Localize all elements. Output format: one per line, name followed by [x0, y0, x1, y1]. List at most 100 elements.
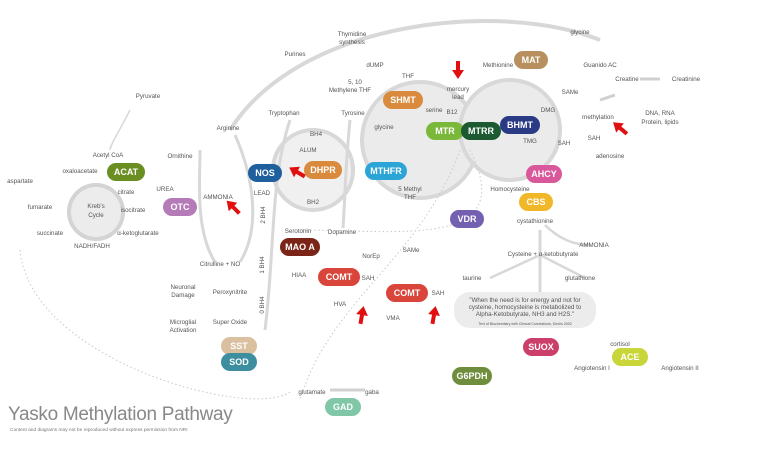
enzyme-label: SOD [229, 357, 249, 367]
enzyme-mtr: MTR [426, 122, 464, 140]
enzyme-label: SHMT [390, 95, 416, 105]
enzyme-label: CBS [526, 197, 545, 207]
metabolite-label: oxaloacetate [62, 168, 98, 175]
metabolite-label: lead [452, 94, 464, 101]
metabolite-label: Activation [170, 327, 197, 334]
metabolite-label: THF [404, 194, 416, 201]
krebs-cycle-circle [67, 183, 125, 241]
metabolite-label: gaba [365, 389, 379, 396]
red-arrows [226, 61, 629, 325]
enzyme-label: VDR [457, 214, 477, 224]
metabolite-label: Kreb's [87, 203, 104, 210]
enzyme-label: DHPR [310, 165, 336, 175]
enzyme-cbs: CBS [519, 193, 553, 211]
quote-text: "When the need is for energy and not for… [469, 297, 582, 326]
metabolite-label: Angiotensin I [574, 365, 610, 372]
metabolite-label: cortisol [610, 341, 630, 348]
metabolite-label: AMMONIA [579, 242, 609, 249]
metabolite-label: B12 [446, 109, 458, 116]
quote-line: Alpha-Ketobutyrate, NH3 and H2S." [476, 311, 575, 318]
enzyme-comt: COMT [386, 284, 428, 302]
metabolite-label: Microglial [170, 319, 196, 326]
metabolite-label: HVA [334, 301, 347, 308]
metabolite-label: AMMONIA [203, 194, 233, 201]
metabolite-label: DMG [541, 107, 556, 114]
metabolite-label: UREA [156, 186, 174, 193]
metabolite-label: BH2 [307, 199, 320, 206]
enzyme-label: MTR [435, 126, 455, 136]
metabolite-label: Angiotensin II [661, 365, 699, 372]
metabolite-label: 5 Methyl [398, 186, 421, 193]
enzyme-label: BHMT [507, 120, 533, 130]
enzyme-label: NOS [255, 168, 275, 178]
enzyme-vdr: VDR [450, 210, 484, 228]
enzyme-bhmt: BHMT [500, 116, 540, 134]
copyright-notice: Content and diagrams may not be reproduc… [10, 428, 188, 433]
metabolite-label: mercury [447, 86, 470, 93]
metabolite-label: Cycle [88, 212, 104, 219]
quote-line: "When the need is for energy and not for [469, 297, 580, 304]
metabolite-label: synthesis [339, 39, 365, 46]
metabolite-label: NorEp [362, 253, 380, 260]
metabolite-label: Serotonin [285, 228, 312, 235]
enzyme-mthfr: MTHFR [365, 162, 407, 180]
metabolite-label: SAH [432, 290, 445, 297]
red-arrow-icon [613, 122, 629, 136]
metabolite-label: THF [402, 73, 414, 80]
enzyme-nos: NOS [248, 164, 282, 182]
metabolite-label: Purines [285, 51, 306, 58]
enzyme-label: COMT [326, 272, 353, 282]
metabolite-label: Tyrosine [341, 110, 365, 117]
metabolite-label: citrate [118, 189, 135, 196]
bh4-label: 1 BH4 [259, 256, 266, 274]
enzyme-label: COMT [394, 288, 421, 298]
metabolite-label: LEAD [254, 190, 271, 197]
metabolite-label: Damage [171, 292, 195, 299]
metabolite-label: HIAA [292, 272, 307, 279]
metabolite-label: glycine [374, 124, 394, 131]
metabolite-label: Super Oxide [213, 319, 248, 326]
metabolite-label: Creatinine [672, 76, 701, 83]
enzyme-label: G6PDH [456, 371, 487, 381]
enzyme-comt: COMT [318, 268, 360, 286]
metabolite-label: SAH [588, 135, 601, 142]
metabolite-label: methylation [582, 114, 614, 121]
metabolite-label: glycine [570, 29, 590, 36]
pathway-arrows [19, 19, 660, 401]
enzyme-mao-a: MAO A [280, 238, 320, 256]
metabolite-label: Ornithine [167, 153, 193, 160]
enzyme-suox: SUOX [523, 338, 559, 356]
metabolite-label: NADH/FADH [74, 243, 110, 250]
enzyme-shmt: SHMT [383, 91, 423, 109]
diagram-title: Yasko Methylation Pathway [8, 404, 233, 425]
bh4-label: 2 BH4 [260, 206, 267, 224]
enzyme-label: MTRR [468, 126, 494, 136]
metabolite-label: Acetyl CoA [93, 152, 124, 159]
metabolite-label: SAH [558, 140, 571, 147]
metabolite-label: cystathionine [517, 218, 554, 225]
metabolite-label: Arginine [217, 125, 240, 132]
enzyme-label: ACE [620, 352, 639, 362]
metabolite-label: glutamate [298, 389, 326, 396]
metabolite-label: Dopamine [328, 229, 357, 236]
quote-box [454, 292, 596, 328]
enzyme-label: OTC [171, 202, 190, 212]
metabolite-label: Thymidine [338, 31, 367, 38]
enzyme-label: MAO A [285, 242, 315, 252]
metabolite-label: Protein, lipids [641, 119, 678, 126]
metabolite-label: α-ketoglutarate [117, 230, 159, 237]
bh4-label: 0 BH4 [259, 296, 266, 314]
enzyme-label: AHCY [531, 169, 557, 179]
metabolite-label: Methionine [483, 62, 514, 69]
red-arrow-icon [452, 61, 464, 79]
metabolite-label: adenosine [596, 153, 625, 160]
enzyme-label: MTHFR [370, 166, 402, 176]
enzyme-dhpr: DHPR [304, 161, 342, 179]
metabolite-label: Cysteine + α-ketobutyrate [508, 251, 579, 258]
enzyme-label: MAT [522, 55, 541, 65]
metabolite-label: Citrulline + NO [200, 261, 241, 268]
metabolite-label: SAMe [562, 89, 579, 96]
